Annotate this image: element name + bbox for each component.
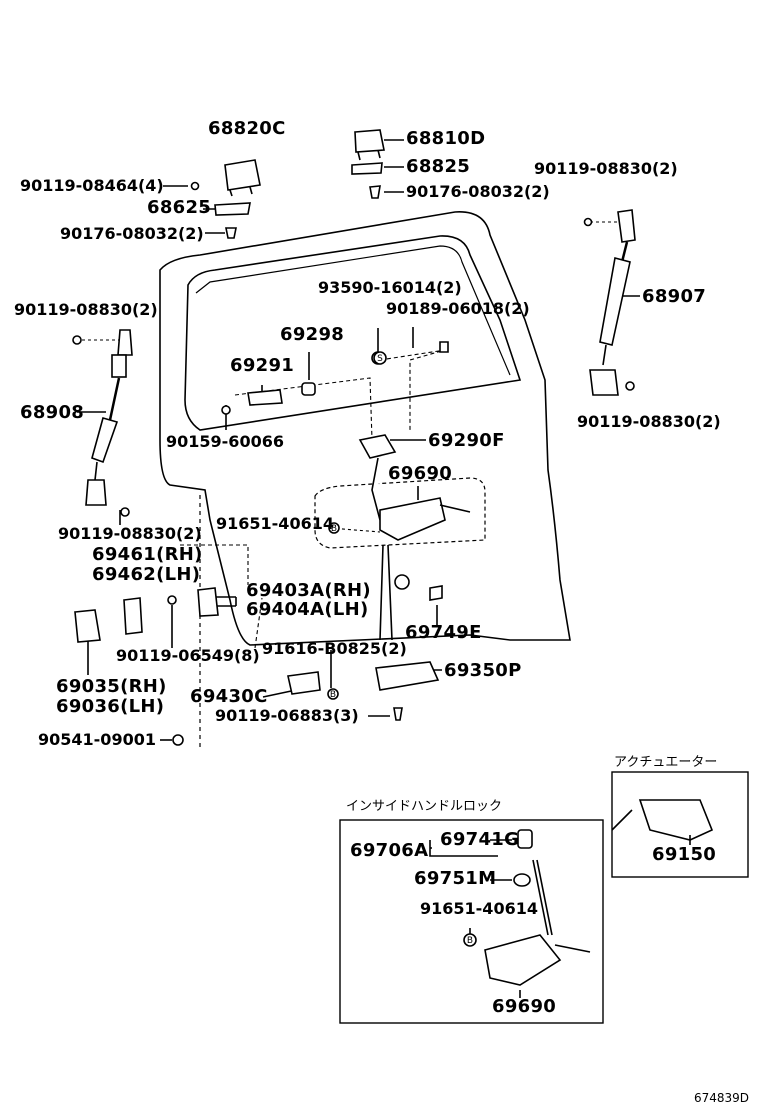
- inset-inside-handle-title: インサイドハンドルロック: [346, 799, 503, 814]
- diagram-code: 674839D: [694, 1091, 750, 1105]
- label-90176-08032-right: 90176-08032(2): [406, 182, 550, 201]
- inset-inside-handle-box: [339, 819, 604, 1024]
- back-glass-outline: [184, 235, 522, 431]
- inset-actuator-box: [611, 771, 749, 878]
- cushion-69035: [74, 609, 101, 643]
- label-90119-06549: 90119-06549(8): [116, 646, 260, 665]
- label-68625: 68625: [147, 197, 212, 218]
- label-69036-lh: 69036(LH): [56, 696, 165, 717]
- gas-strut-right: [589, 209, 636, 396]
- back-door-outline: [159, 211, 571, 646]
- circle-b-mark: B: [330, 690, 336, 700]
- hinge-68810D: [354, 129, 385, 161]
- label-68907: 68907: [642, 286, 707, 307]
- label-69291: 69291: [230, 355, 295, 376]
- label-69461-rh: 69461(RH): [92, 544, 203, 565]
- label-90119-08830-right-lower: 90119-08830(2): [577, 412, 721, 431]
- bracket-69461: [123, 597, 143, 635]
- label-90189-06018: 90189-06018(2): [386, 299, 530, 318]
- label-69741G: 69741G: [440, 829, 520, 850]
- label-90176-08032-left: 90176-08032(2): [60, 224, 204, 243]
- label-68908: 68908: [20, 402, 85, 423]
- gas-strut-left: [85, 329, 133, 506]
- label-90541-09001: 90541-09001: [38, 730, 156, 749]
- circle-s-mark: S: [377, 354, 383, 364]
- label-68820C: 68820C: [208, 118, 286, 139]
- hinge-68820C: [224, 159, 261, 197]
- label-69706A: 69706A: [350, 840, 429, 861]
- circle-b-mark: B: [467, 936, 473, 946]
- label-69404A-lh: 69404A(LH): [246, 599, 369, 620]
- label-69430C: 69430C: [190, 686, 268, 707]
- label-69462-lh: 69462(LH): [92, 564, 201, 585]
- label-68810D: 68810D: [406, 128, 486, 149]
- label-69290F: 69290F: [428, 430, 505, 451]
- circle-b-mark: B: [331, 524, 337, 534]
- label-90119-08830-left-lower: 90119-08830(2): [58, 524, 202, 543]
- label-69690-main: 69690: [388, 463, 453, 484]
- label-91651-40614-main: 91651-40614: [216, 514, 334, 533]
- label-91616-b0825: 91616-B0825(2): [262, 639, 407, 658]
- label-90119-06883: 90119-06883(3): [215, 706, 359, 725]
- label-69690-inset: 69690: [492, 996, 557, 1017]
- label-90119-08464: 90119-08464(4): [20, 176, 164, 195]
- label-68825: 68825: [406, 156, 471, 177]
- label-93590-16014: 93590-16014(2): [318, 278, 462, 297]
- label-91651-40614-inset: 91651-40614: [420, 899, 538, 918]
- label-69350P: 69350P: [444, 660, 522, 681]
- label-90159-60066: 90159-60066: [166, 432, 284, 451]
- label-69749E: 69749E: [405, 622, 482, 643]
- label-69751M: 69751M: [414, 868, 497, 889]
- label-69150: 69150: [652, 844, 717, 865]
- inset-actuator-title: アクチュエーター: [614, 755, 718, 770]
- latch-69690: [379, 497, 471, 541]
- label-90119-08830-top-left: 90119-08830(2): [14, 300, 158, 319]
- label-69035-rh: 69035(RH): [56, 676, 167, 697]
- label-90119-08830-top-right: 90119-08830(2): [534, 159, 678, 178]
- label-69403A-rh: 69403A(RH): [246, 580, 371, 601]
- handle-69350P: [375, 661, 440, 691]
- label-69298: 69298: [280, 324, 345, 345]
- striker-69430C: [287, 671, 321, 695]
- lock-69290F: [358, 434, 397, 521]
